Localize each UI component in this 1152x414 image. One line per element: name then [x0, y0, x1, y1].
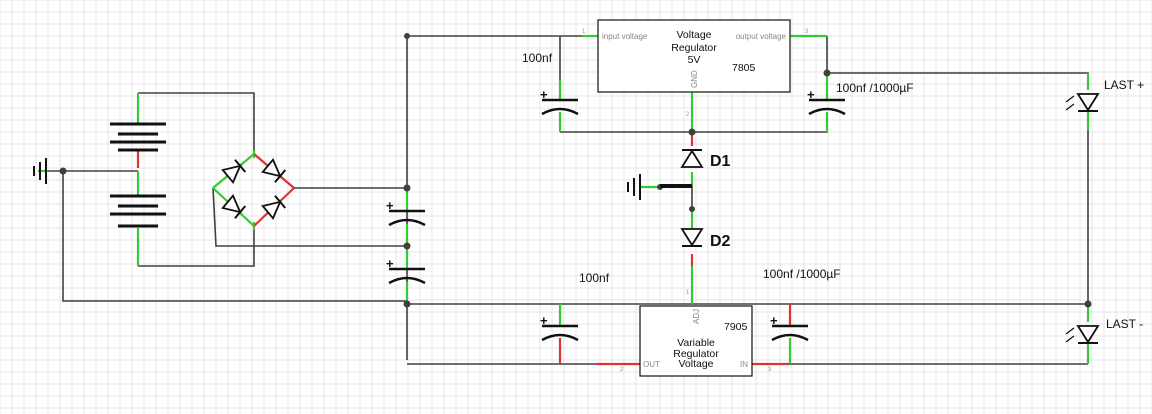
- junction: [403, 184, 411, 192]
- plus-sign: +: [540, 87, 548, 102]
- label-d1: D1: [710, 153, 731, 170]
- reg-bot-line2: Regulator: [673, 348, 719, 360]
- reg-top-pin2: 2: [686, 112, 690, 118]
- battery-icon: [110, 122, 166, 228]
- reg-bot-pin-adj-label: ADJ: [692, 309, 701, 324]
- diode-icon: [221, 159, 247, 184]
- reg-top-pin1: 1: [582, 29, 586, 35]
- reg-top-pin-gnd-label: GND: [690, 70, 699, 88]
- reg-bot-part: 7905: [724, 321, 748, 333]
- junction: [403, 300, 411, 308]
- reg-bot-line1: Variable: [677, 337, 715, 349]
- reg-bot-pin3: 3: [768, 367, 772, 373]
- junction: [688, 128, 696, 136]
- label-cap-top-right: 100nf /1000µF: [836, 81, 914, 95]
- wire-battery-bridge-bottom: [138, 230, 255, 267]
- reg-top-line2: Regulator: [671, 42, 717, 54]
- diode-d2-icon: [680, 228, 704, 247]
- diode-d1-icon: [680, 149, 704, 168]
- plus-sign: +: [807, 87, 815, 102]
- label-cap-bot-left: 100nf: [579, 271, 610, 285]
- reg-top-pin-out-label: output voltage: [736, 32, 787, 41]
- junction: [404, 33, 410, 39]
- reg-bot-line3: Voltage: [678, 358, 713, 370]
- wire-battery-bridge-top: [138, 92, 255, 150]
- junction: [1084, 300, 1092, 308]
- ground-symbol-mid: [627, 174, 692, 200]
- reg-top-pin3: 3: [805, 29, 809, 35]
- reg-bot-pin-in-label: IN: [740, 360, 748, 369]
- plus-sign: +: [540, 313, 548, 328]
- wire-bridge-minus: [212, 187, 407, 247]
- label-last-minus: LAST -: [1106, 317, 1143, 331]
- led-icon-top: [1065, 93, 1100, 112]
- junction: [823, 69, 831, 77]
- capacitor-icon-bot-2: [771, 324, 809, 342]
- label-last-plus: LAST +: [1104, 78, 1144, 92]
- diode-icon: [221, 194, 247, 219]
- wire-ground-bottom: [38, 170, 407, 302]
- label-d2: D2: [710, 233, 731, 250]
- led-icon-bottom: [1065, 325, 1100, 344]
- capacitor-icon-left-b: [388, 267, 426, 285]
- reg-bot-pin2: 2: [620, 367, 624, 373]
- label-cap-bot-right: 100nf /1000µF: [763, 267, 841, 281]
- pin-leads: [38, 34, 1090, 366]
- label-cap-top-left: 100nf: [522, 51, 553, 65]
- capacitor-icon-top-2: [808, 98, 846, 116]
- plus-sign: +: [770, 313, 778, 328]
- junction: [403, 242, 411, 250]
- reg-bot-pin1: 1: [686, 290, 690, 296]
- bridge-rectifier: [221, 158, 287, 220]
- capacitor-icon-top-1: [541, 98, 579, 116]
- reg-top-pin-in-label: input voltage: [602, 32, 648, 41]
- wires: [38, 35, 1089, 365]
- capacitor-icon-bot-1: [541, 324, 579, 342]
- ground-symbol-left: [33, 158, 47, 184]
- capacitor-icon-left-a: [388, 209, 426, 227]
- reg-bot-pin-out-label: OUT: [643, 360, 660, 369]
- regulator-7805: Voltage Regulator 5V 7805 input voltage …: [582, 19, 809, 118]
- junction: [689, 206, 695, 212]
- reg-top-part: 7805: [732, 62, 756, 74]
- junction: [59, 167, 67, 175]
- junction-dots: [59, 33, 1092, 308]
- plus-sign: +: [386, 256, 394, 271]
- wire-out-positive: [826, 36, 1089, 80]
- reg-top-line3: 5V: [688, 54, 701, 66]
- diode-icon: [261, 158, 287, 183]
- plus-sign: +: [386, 198, 394, 213]
- diode-icon: [261, 195, 287, 220]
- reg-top-line1: Voltage: [676, 29, 711, 41]
- regulator-7905: 7905 Variable Regulator Voltage ADJ OUT …: [620, 290, 772, 377]
